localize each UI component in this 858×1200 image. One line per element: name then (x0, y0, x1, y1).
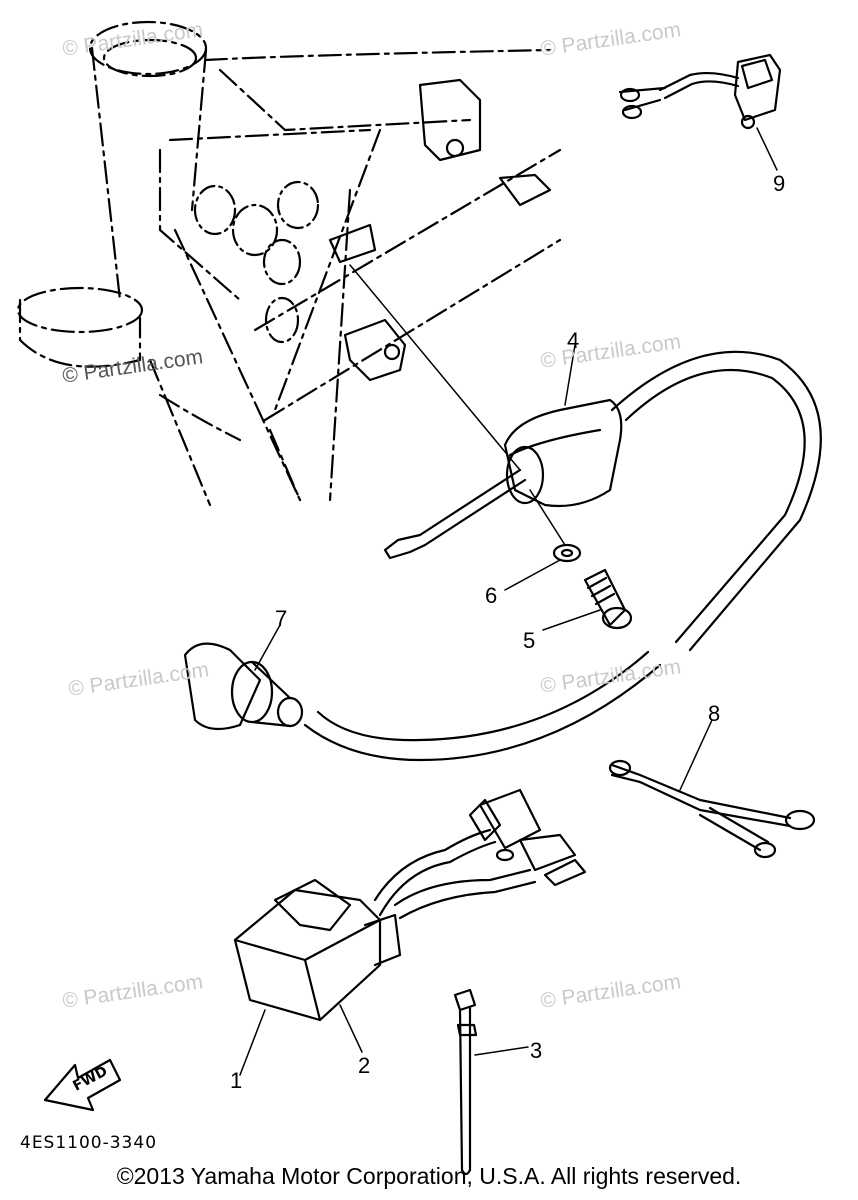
drawing-code: 4ES1100-3340 (20, 1133, 158, 1153)
callout-4: 4 (567, 328, 580, 353)
fwd-arrow (43, 1058, 122, 1112)
washer (552, 543, 582, 563)
callout-9: 9 (773, 171, 786, 196)
bolt (583, 568, 633, 630)
wire-lead (608, 759, 816, 859)
mount-bracket-lower (343, 318, 407, 382)
callout-7: 7 (275, 606, 288, 631)
callout-8: 8 (708, 701, 721, 726)
callout-2: 2 (358, 1053, 371, 1078)
cdi-harness (373, 788, 587, 920)
cable-tie (453, 988, 478, 1176)
ignition-coil (383, 350, 822, 652)
mount-bracket-upper (418, 78, 482, 162)
engine-stop-switch (618, 53, 782, 130)
frame-holes (193, 180, 320, 344)
copyright-notice: ©2013 Yamaha Motor Corporation, U.S.A. A… (116, 1163, 742, 1189)
leader-lines (239, 127, 778, 1076)
spark-plug-cap (183, 642, 304, 731)
ignition-cord (303, 663, 662, 762)
callout-1: 1 (230, 1068, 243, 1093)
callout-3: 3 (530, 1038, 543, 1063)
cdi-unit (233, 878, 402, 1022)
frame-outline (16, 20, 562, 507)
callout-5: 5 (523, 628, 536, 653)
coil-mount-leader (349, 264, 521, 471)
callout-6: 6 (485, 583, 498, 608)
